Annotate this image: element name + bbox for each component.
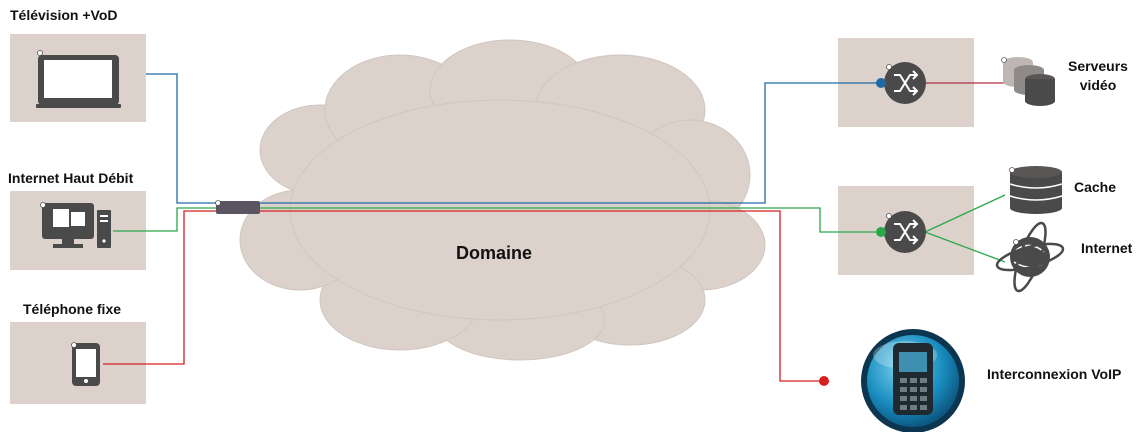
video-servers-icon xyxy=(1001,57,1055,106)
internet-link xyxy=(113,207,880,233)
tv-label: Télévision +VoD xyxy=(10,7,118,23)
video-switch-icon xyxy=(876,62,926,104)
web-link xyxy=(924,231,1006,263)
tv-link xyxy=(146,73,880,204)
phone-link xyxy=(103,210,820,382)
junction-device xyxy=(215,200,260,214)
globe-network-icon xyxy=(995,221,1065,293)
voip-label: Interconnexion VoIP xyxy=(987,366,1122,382)
cache-label: Cache xyxy=(1074,179,1117,195)
computer-icon xyxy=(40,202,111,248)
video-servers-label: Serveurs vidéo xyxy=(1068,57,1128,95)
internet-switch-icon xyxy=(876,211,926,253)
domain-cloud xyxy=(239,39,766,361)
video-servers-label-line1: Serveurs xyxy=(1068,58,1128,74)
tv-icon xyxy=(36,50,121,108)
phone-label: Téléphone fixe xyxy=(23,301,122,317)
video-servers-label-line2: vidéo xyxy=(1079,77,1117,93)
cloud-label: Domaine xyxy=(456,243,533,263)
voip-phone-icon xyxy=(819,329,965,432)
database-icon xyxy=(1009,166,1063,214)
web-label: Internet xyxy=(1081,240,1133,256)
internet-label: Internet Haut Débit xyxy=(8,170,134,186)
mobile-phone-icon xyxy=(71,342,100,386)
cache-link xyxy=(924,194,1006,233)
